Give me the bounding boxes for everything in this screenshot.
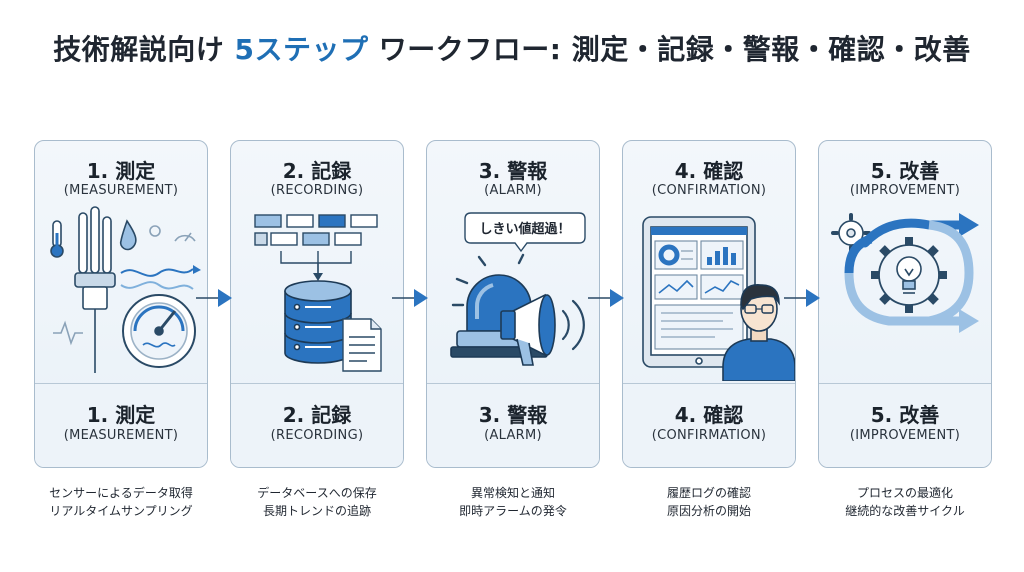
step-divider bbox=[231, 383, 403, 384]
step-title-repeat: 3. 警報 bbox=[478, 403, 548, 427]
step-subtitle-repeat: (RECORDING) bbox=[270, 428, 364, 443]
title-prefix: 技術解説向け bbox=[53, 33, 235, 66]
step-card-recording: 2. 記録 (RECORDING) bbox=[230, 140, 404, 468]
flow-arrow-icon bbox=[392, 289, 428, 307]
description-line: 原因分析の開始 bbox=[666, 504, 751, 518]
alarm-bubble-text: しきい値超過！ bbox=[479, 221, 570, 237]
step-lower-panel bbox=[427, 384, 599, 467]
flow-arrow-icon bbox=[196, 289, 232, 307]
alarm-siren-icon: しきい値超過！ bbox=[450, 212, 586, 366]
database-icon bbox=[254, 214, 382, 372]
description-line: 異常検知と通知 bbox=[470, 486, 555, 500]
step-divider bbox=[427, 383, 599, 384]
step-subtitle: (ALARM) bbox=[484, 183, 542, 198]
step-title-repeat: 4. 確認 bbox=[674, 403, 744, 427]
step-description-measurement: センサーによるデータ取得 リアルタイムサンプリング bbox=[21, 484, 221, 520]
description-line: 長期トレンドの追跡 bbox=[262, 504, 371, 518]
step-description-recording: データベースへの保存 長期トレンドの追跡 bbox=[217, 484, 417, 520]
step-subtitle-repeat: (IMPROVEMENT) bbox=[849, 428, 961, 443]
step-title: 2. 記録 bbox=[282, 159, 352, 183]
step-divider bbox=[819, 383, 991, 384]
step-lower-panel bbox=[231, 384, 403, 467]
step-title-repeat: 1. 測定 bbox=[86, 403, 156, 427]
step-card-confirmation: 4. 確認 (CONFIRMATION) bbox=[622, 140, 796, 468]
step-subtitle: (IMPROVEMENT) bbox=[849, 183, 961, 198]
description-line: 即時アラームの発令 bbox=[459, 504, 567, 518]
step-title: 4. 確認 bbox=[674, 159, 744, 183]
description-line: 継続的な改善サイクル bbox=[845, 504, 965, 518]
improvement-cycle-icon bbox=[831, 213, 979, 333]
step-title: 3. 警報 bbox=[478, 159, 548, 183]
step-card-alarm: 3. 警報 (ALARM) しきい値超過！ bbox=[426, 140, 600, 468]
description-line: プロセスの最適化 bbox=[856, 486, 953, 500]
step-description-confirmation: 履歴ログの確認 原因分析の開始 bbox=[609, 484, 809, 520]
step-description-alarm: 異常検知と通知 即時アラームの発令 bbox=[413, 484, 613, 520]
step-title-repeat: 2. 記録 bbox=[282, 403, 352, 427]
title-accent: 5ステップ bbox=[234, 33, 369, 66]
description-line: リアルタイムサンプリング bbox=[49, 504, 193, 518]
step-title: 5. 改善 bbox=[870, 159, 940, 183]
step-subtitle: (RECORDING) bbox=[270, 183, 364, 198]
step-subtitle-repeat: (MEASUREMENT) bbox=[63, 428, 179, 443]
flow-arrow-icon bbox=[784, 289, 820, 307]
step-divider bbox=[35, 383, 207, 384]
description-line: データベースへの保存 bbox=[257, 486, 377, 500]
step-card-measurement: 1. 測定 (MEASUREMENT) bbox=[34, 140, 208, 468]
title-suffix: ワークフロー: 測定・記録・警報・確認・改善 bbox=[368, 33, 971, 66]
step-subtitle-repeat: (ALARM) bbox=[484, 428, 542, 443]
page-title: 技術解説向け 5ステップ ワークフロー: 測定・記録・警報・確認・改善 bbox=[0, 28, 1024, 68]
dashboard-review-icon bbox=[642, 216, 795, 381]
flow-arrow-icon bbox=[588, 289, 624, 307]
step-title: 1. 測定 bbox=[86, 159, 156, 183]
step-card-improvement: 5. 改善 (IMPROVEMENT) bbox=[818, 140, 992, 468]
step-lower-panel bbox=[35, 384, 207, 467]
sensor-gauge-icon bbox=[50, 206, 201, 373]
step-lower-panel bbox=[623, 384, 795, 467]
step-lower-panel bbox=[819, 384, 991, 467]
step-subtitle: (CONFIRMATION) bbox=[651, 183, 767, 198]
description-line: センサーによるデータ取得 bbox=[49, 486, 193, 500]
step-subtitle: (MEASUREMENT) bbox=[63, 183, 179, 198]
step-description-improvement: プロセスの最適化 継続的な改善サイクル bbox=[805, 484, 1005, 520]
step-title-repeat: 5. 改善 bbox=[870, 403, 940, 427]
step-subtitle-repeat: (CONFIRMATION) bbox=[651, 428, 767, 443]
step-divider bbox=[623, 383, 795, 384]
description-line: 履歴ログの確認 bbox=[666, 486, 751, 500]
